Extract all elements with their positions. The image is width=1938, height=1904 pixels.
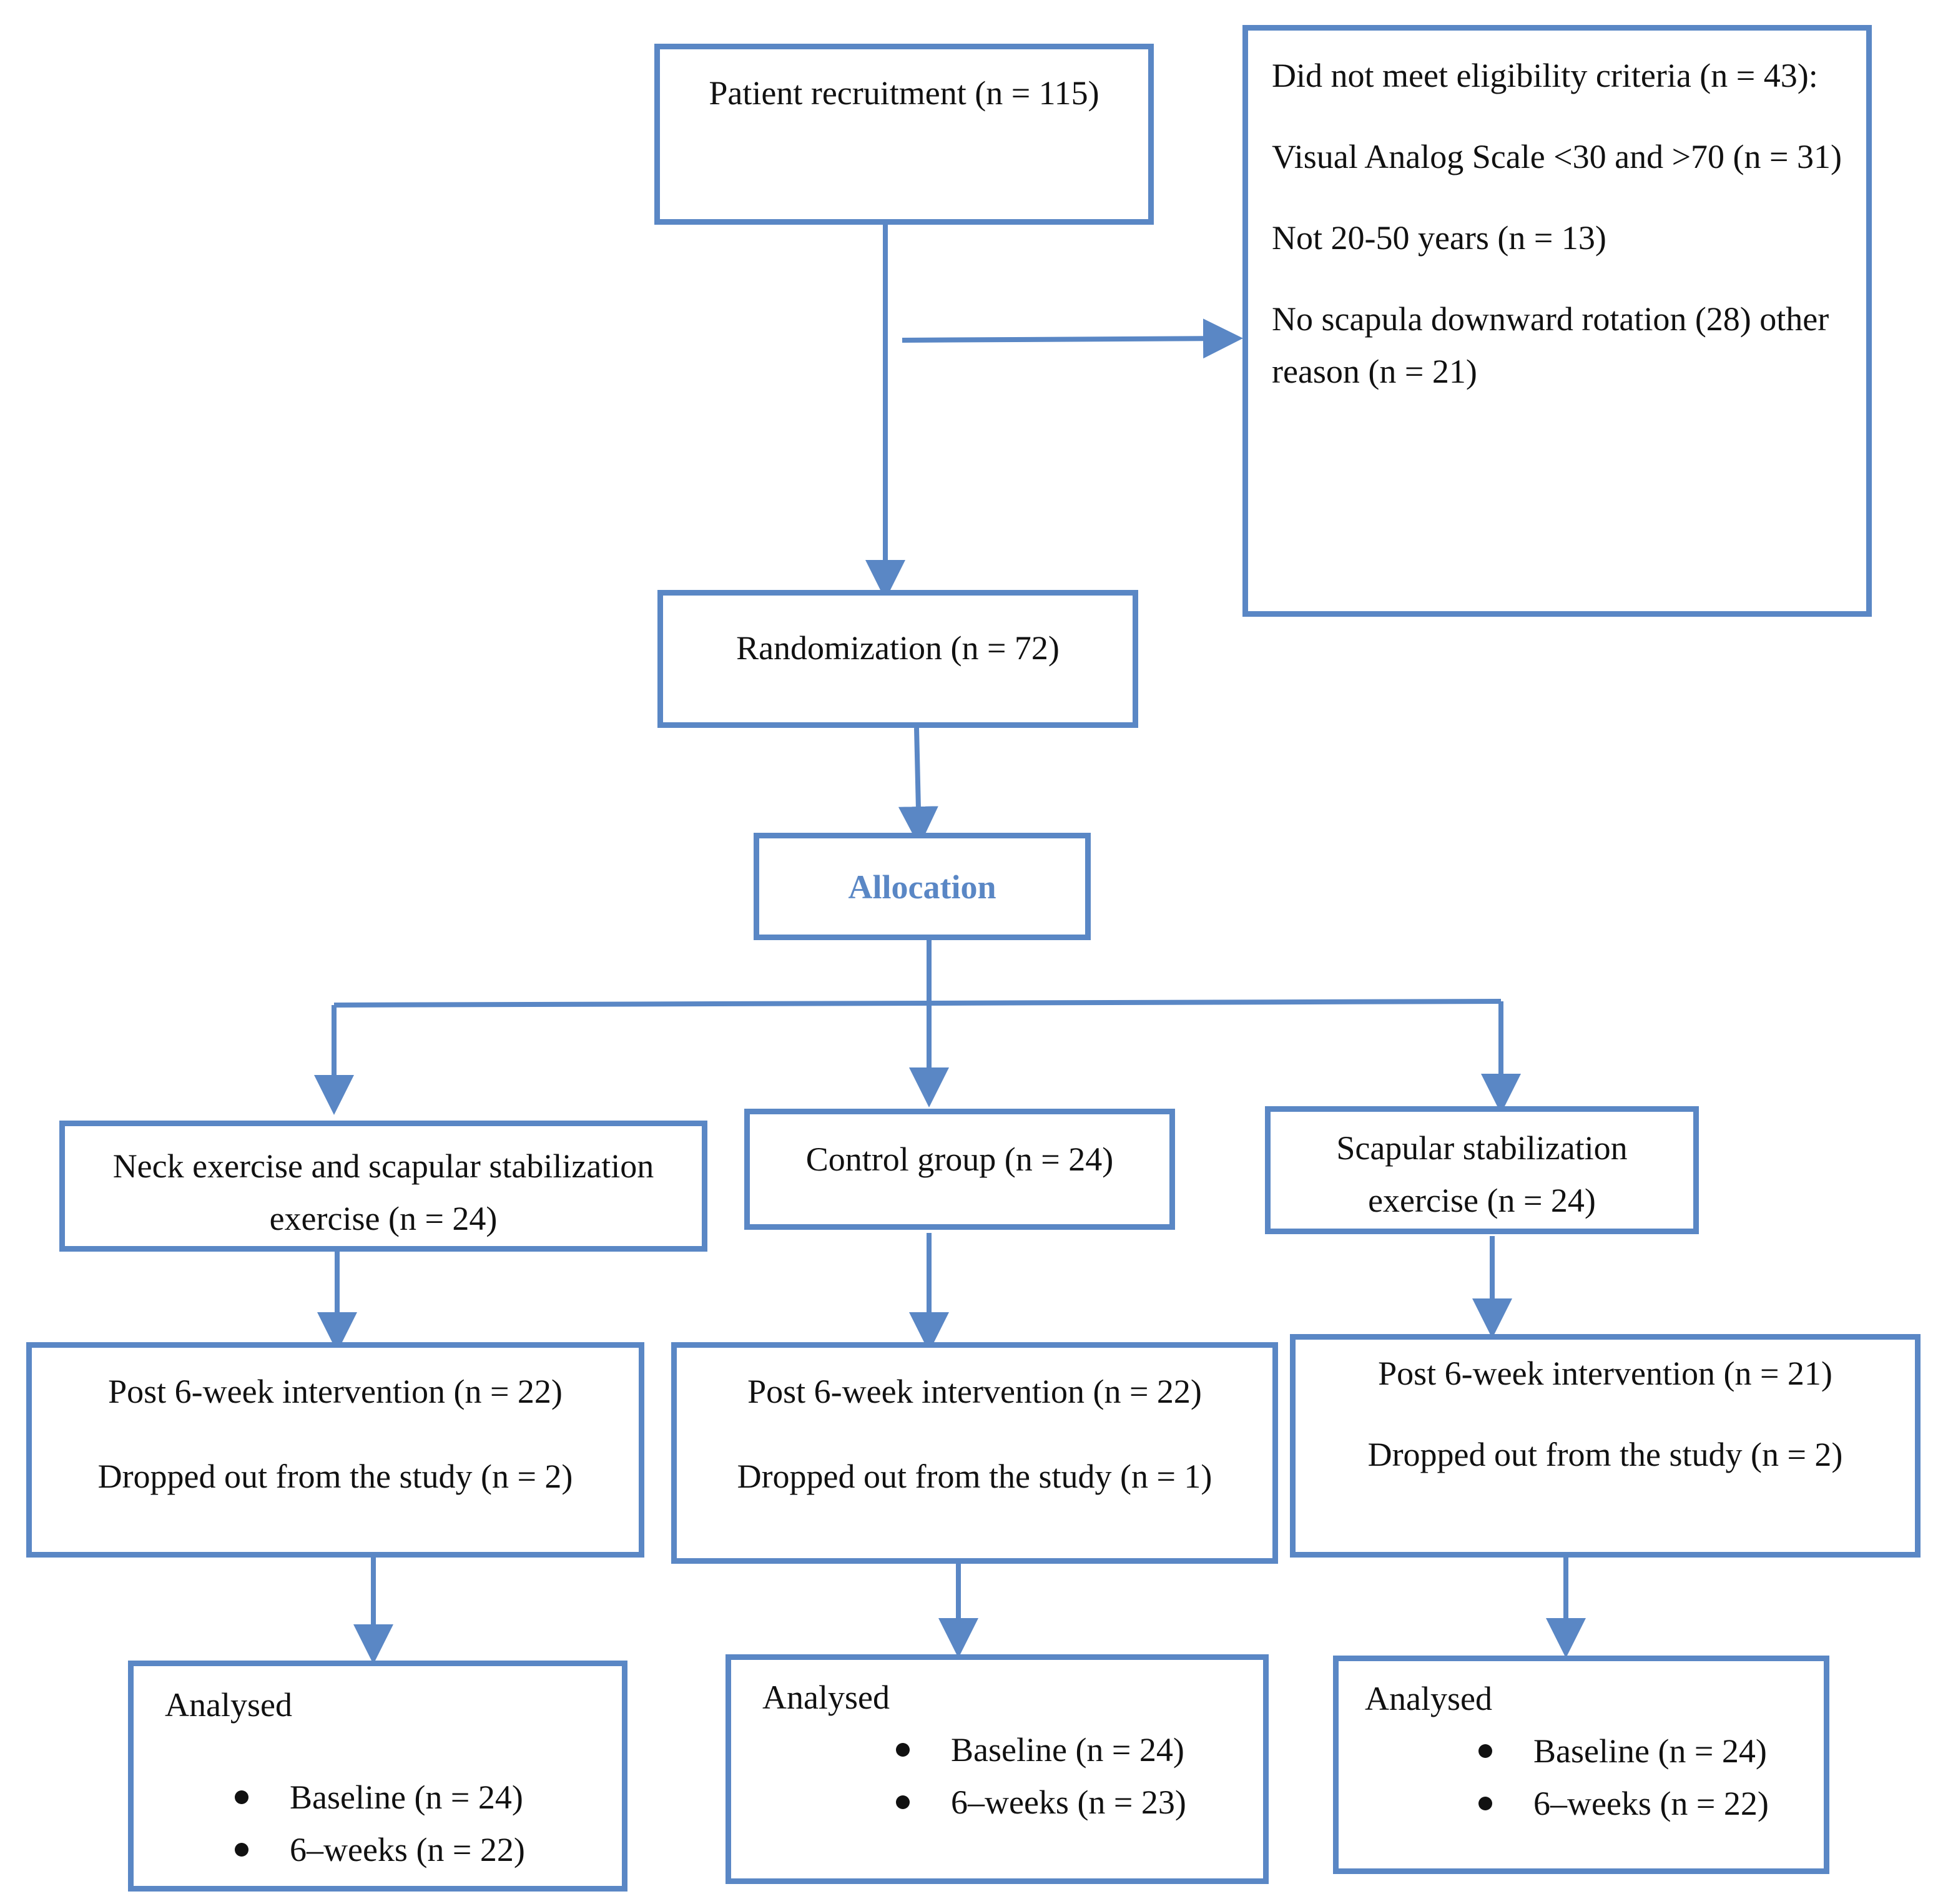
group-name: Scapular stabilization exercise (n = 24) xyxy=(1336,1129,1628,1219)
excluded-box: Did not meet eligibility criteria (n = 4… xyxy=(1242,25,1872,617)
excluded-reason: Not 20-50 years (n = 13) xyxy=(1272,219,1606,257)
analysed-box-scapular: Analysed Baseline (n = 24) 6–weeks (n = … xyxy=(1333,1656,1829,1874)
excluded-reason: Visual Analog Scale <30 and >70 (n = 31) xyxy=(1272,138,1842,175)
group-name: Control group (n = 24) xyxy=(805,1141,1114,1178)
randomization-box: Randomization (n = 72) xyxy=(657,590,1138,728)
post-box-neck-scapular: Post 6-week intervention (n = 22) Droppe… xyxy=(26,1342,644,1558)
post-intervention-text: Post 6-week intervention (n = 22) xyxy=(747,1373,1202,1410)
group-box-control: Control group (n = 24) xyxy=(744,1109,1175,1230)
group-box-neck-scapular: Neck exercise and scapular stabilization… xyxy=(59,1121,707,1252)
analysed-list: Baseline (n = 24) 6–weeks (n = 23) xyxy=(762,1724,1238,1828)
randomization-text: Randomization (n = 72) xyxy=(736,629,1060,667)
post-box-control: Post 6-week intervention (n = 22) Droppe… xyxy=(671,1342,1278,1564)
analysed-item: Baseline (n = 24) xyxy=(896,1724,1238,1776)
analysed-item: 6–weeks (n = 23) xyxy=(896,1776,1238,1828)
dropout-text: Dropped out from the study (n = 2) xyxy=(1367,1436,1843,1473)
analysed-box-neck-scapular: Analysed Baseline (n = 24) 6–weeks (n = … xyxy=(128,1661,627,1892)
analysed-list: Baseline (n = 24) 6–weeks (n = 22) xyxy=(165,1771,597,1876)
post-intervention-text: Post 6-week intervention (n = 21) xyxy=(1378,1355,1832,1392)
analysed-item: Baseline (n = 24) xyxy=(1478,1725,1799,1777)
analysed-item: 6–weeks (n = 22) xyxy=(235,1823,597,1876)
group-name: Neck exercise and scapular stabilization… xyxy=(112,1147,654,1237)
bullet-icon xyxy=(235,1790,248,1804)
line-branch-horizontal xyxy=(333,999,1502,1008)
bullet-icon xyxy=(896,1743,910,1757)
arrow-to-excluded xyxy=(902,318,1243,359)
excluded-reason: No scapula downward rotation (28) other … xyxy=(1272,300,1829,390)
analysed-title: Analysed xyxy=(762,1679,890,1716)
allocation-box: Allocation xyxy=(754,833,1091,940)
group-box-scapular: Scapular stabilization exercise (n = 24) xyxy=(1265,1106,1699,1234)
dropout-text: Dropped out from the study (n = 2) xyxy=(97,1458,573,1495)
analysed-item: Baseline (n = 24) xyxy=(235,1771,597,1823)
post-box-scapular: Post 6-week intervention (n = 21) Droppe… xyxy=(1290,1334,1921,1558)
excluded-heading: Did not meet eligibility criteria (n = 4… xyxy=(1272,57,1818,94)
recruitment-box: Patient recruitment (n = 115) xyxy=(654,44,1154,225)
bullet-icon xyxy=(1478,1744,1492,1758)
bullet-icon xyxy=(235,1843,248,1857)
analysed-item: 6–weeks (n = 22) xyxy=(1478,1777,1799,1830)
dropout-text: Dropped out from the study (n = 1) xyxy=(737,1458,1212,1495)
post-intervention-text: Post 6-week intervention (n = 22) xyxy=(108,1373,563,1410)
bullet-icon xyxy=(896,1795,910,1809)
allocation-label: Allocation xyxy=(848,868,996,906)
analysed-title: Analysed xyxy=(1365,1680,1492,1717)
bullet-icon xyxy=(1478,1797,1492,1810)
analysed-box-control: Analysed Baseline (n = 24) 6–weeks (n = … xyxy=(726,1654,1269,1884)
recruitment-text: Patient recruitment (n = 115) xyxy=(709,74,1099,112)
arrow-randomization-to-allocation xyxy=(898,727,938,846)
analysed-list: Baseline (n = 24) 6–weeks (n = 22) xyxy=(1365,1725,1799,1830)
analysed-title: Analysed xyxy=(165,1686,292,1724)
